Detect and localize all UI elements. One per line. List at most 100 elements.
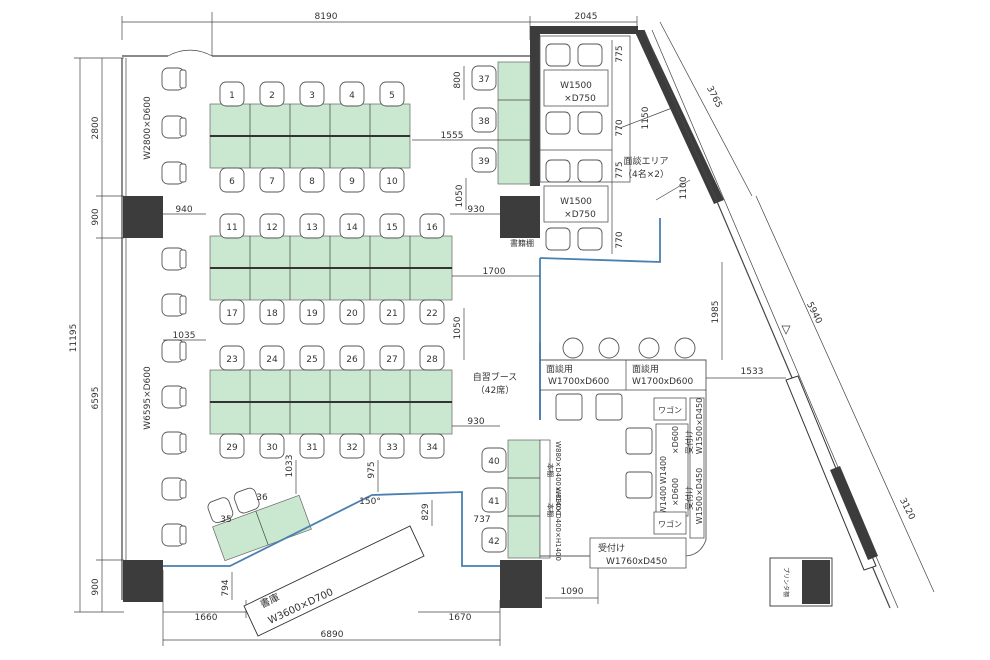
partitions: [163, 218, 661, 567]
storage-label-1: 本棚: [546, 463, 555, 477]
seat-28: 28: [426, 355, 438, 365]
dim-gap-794: 794: [221, 579, 231, 596]
exterior-band: [785, 375, 878, 571]
dim-left-lower: 6595: [91, 387, 101, 410]
desk-b-w: W1400: [659, 486, 668, 514]
dim-gap-1035: 1035: [173, 331, 196, 341]
left-wall-chairs: [161, 67, 187, 547]
seat-30: 30: [266, 443, 278, 453]
seat-25: 25: [306, 355, 317, 365]
seat-37: 37: [478, 75, 489, 85]
storage-size-2: W880×D400×H1400: [554, 487, 562, 561]
seat-42: 42: [488, 537, 499, 547]
interior-dimensions-right: 775 770 775 770 1150 1100 1985 1533: [611, 40, 786, 379]
seat-36: 36: [256, 493, 268, 503]
self-study-seats: （42席）: [476, 384, 514, 396]
dim-aisle-1555: 1555: [441, 131, 464, 141]
seat-21: 21: [386, 309, 397, 319]
dim-bottom-right: 1090: [561, 587, 584, 597]
seat-row-2: 6 7 8 9 10: [219, 167, 405, 193]
pillar-bookshelf: [500, 196, 540, 238]
desk-block-3: [209, 369, 453, 435]
seat-32: 32: [346, 443, 357, 453]
dim-gap-1050-a: 1050: [455, 184, 465, 207]
dim-left-total: 11195: [69, 324, 79, 353]
seat-1: 1: [229, 91, 235, 101]
reception-2-size: W1500×D450: [695, 468, 704, 524]
desk-a-d: ×D600: [671, 426, 680, 454]
pillar-left: [123, 196, 163, 238]
reception-1-label: 受付け: [684, 430, 694, 454]
counter-1-title: 面談用: [546, 363, 573, 375]
seat-18: 18: [266, 309, 278, 319]
dim-r-775-a: 775: [615, 45, 625, 62]
seat-8: 8: [309, 177, 315, 187]
dim-gap-737: 737: [473, 515, 490, 525]
storage-size-1: W880×D400×H1400: [554, 441, 562, 515]
seat-3: 3: [309, 91, 315, 101]
seat-31: 31: [306, 443, 317, 453]
dim-gap-975: 975: [367, 461, 377, 478]
seat-row-4: 17 18 19 20 21 22: [219, 299, 445, 325]
left-dimensions: 11195 2800 900 6595 900: [69, 57, 124, 613]
interview-area-capacity: （4名×2）: [623, 168, 669, 180]
dim-aisle-1700: 1700: [483, 267, 506, 277]
seat-33: 33: [386, 443, 397, 453]
seat-39: 39: [478, 157, 490, 167]
interview-area-label: 面談エリア: [623, 155, 668, 167]
reception-main-label: 受付け: [598, 542, 625, 554]
reception-2-label: 受付け: [684, 486, 694, 510]
dim-bottom-left: 1660: [195, 613, 218, 623]
dim-r-1533: 1533: [741, 367, 764, 377]
self-study-label: 自習ブース: [473, 371, 518, 383]
dim-bottom-mid: 1670: [449, 613, 472, 623]
seat-11: 11: [226, 223, 237, 233]
dim-gap-940: 940: [175, 205, 192, 215]
counter-1-size: W1700xD600: [548, 377, 610, 387]
seat-9: 9: [349, 177, 355, 187]
dim-r-1985: 1985: [711, 301, 721, 324]
counter-2-size: W1700xD600: [632, 377, 694, 387]
booth-column-b: 40 41 42: [481, 439, 551, 559]
interview-table-2-d: ×D750: [564, 210, 596, 220]
seat-row-6: 29 30 31 32 33 34: [219, 433, 445, 459]
interview-area: W1500 ×D750 W1500 ×D750 面談エリア （4名×2）: [539, 35, 669, 251]
cabinet-lower-left-label: W6595×D600: [143, 366, 153, 430]
interview-table-1-w: W1500: [560, 81, 592, 91]
seat-23: 23: [226, 355, 237, 365]
seat-19: 19: [306, 309, 318, 319]
seat-41: 41: [488, 497, 499, 507]
reception-area: 面談用 W1700xD600 面談用 W1700xD600 ワゴン W1400 …: [540, 359, 707, 569]
seat-4: 4: [349, 91, 355, 101]
pillar-bottom-right: [500, 560, 542, 608]
dim-gap-829: 829: [421, 503, 431, 520]
printer-shelf: プリンタ棚: [769, 557, 833, 607]
wagon-2-label: ワゴン: [658, 519, 682, 529]
seat-row-3: 11 12 13 14 15 16: [219, 213, 445, 239]
seat-6: 6: [229, 177, 235, 187]
seat-5: 5: [389, 91, 395, 101]
dim-r-775-b: 775: [615, 161, 625, 178]
seat-row-1: 1 2 3 4 5: [219, 81, 405, 107]
dim-row-gap-800: 800: [453, 71, 463, 88]
dim-gap-930-b: 930: [467, 417, 484, 427]
dim-bottom-total: 6890: [321, 630, 344, 640]
seat-22: 22: [426, 309, 437, 319]
interview-table-1-d: ×D750: [564, 94, 596, 104]
dim-diag-3765: 3765: [704, 85, 723, 110]
seat-16: 16: [426, 223, 438, 233]
seat-13: 13: [306, 223, 317, 233]
wagon-1-label: ワゴン: [658, 405, 682, 415]
dim-gap-1050-b: 1050: [453, 316, 463, 339]
dim-top-width: 8190: [315, 12, 338, 22]
dim-left-bottom: 900: [91, 578, 101, 595]
seat-38: 38: [478, 117, 490, 127]
reception-main-size: W1760xD450: [606, 557, 668, 567]
seat-26: 26: [346, 355, 358, 365]
wall-top-right: [530, 26, 540, 186]
dim-diag-3120: 3120: [897, 497, 916, 522]
seat-15: 15: [386, 223, 397, 233]
angled-desks: [207, 487, 312, 562]
seat-17: 17: [226, 309, 237, 319]
